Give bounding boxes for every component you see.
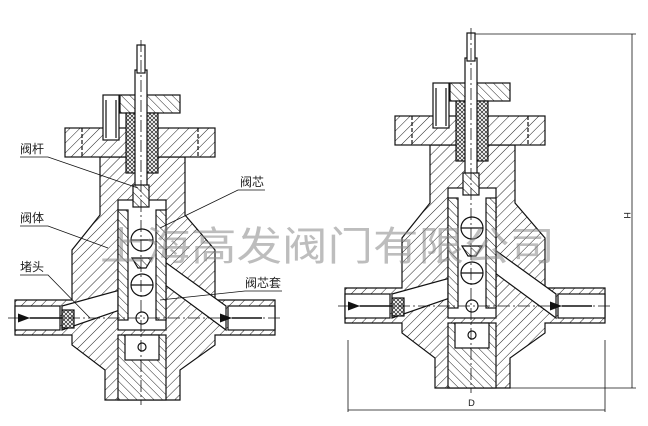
watermark: 上海高发阀门有限公司 (100, 224, 555, 270)
label-disc: 阀芯 (240, 175, 264, 189)
dimension-d: D (468, 399, 475, 409)
label-stem: 阀杆 (20, 142, 44, 156)
label-body: 阀体 (20, 211, 44, 225)
valve-section-left (8, 40, 282, 405)
label-plug: 堵头 (20, 260, 44, 274)
leader-lines (20, 156, 282, 319)
valve-section-right (338, 28, 612, 393)
dimension-h: H (621, 212, 631, 219)
label-disc-sleeve: 阀芯套 (245, 276, 281, 290)
dimension-lines (347, 33, 636, 412)
